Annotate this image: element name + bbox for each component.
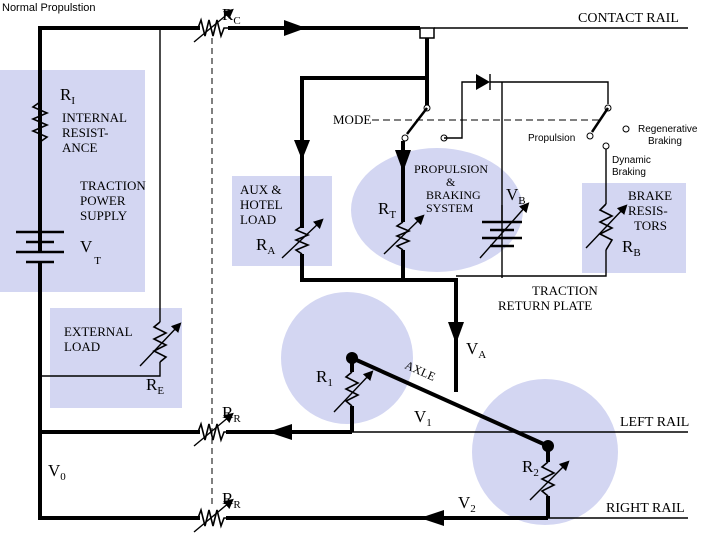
brake-res-return <box>456 250 607 277</box>
brake-res-line1: BRAKE <box>628 188 672 203</box>
aux-current-arrow <box>294 140 310 160</box>
propulsion-shade <box>351 148 523 272</box>
rb-resistor <box>585 203 628 251</box>
rt-resistor <box>383 214 425 255</box>
diode-branch <box>444 81 476 139</box>
vb-label: VB <box>506 185 526 207</box>
left-rail-current-arrow <box>268 424 292 440</box>
rc-resistor <box>193 8 234 43</box>
re-label: RE <box>146 375 164 397</box>
external-load-line2: LOAD <box>64 339 100 354</box>
vt-label: VT <box>80 237 101 267</box>
aux-load-line2: HOTEL <box>240 197 283 212</box>
switch-regen-line2: Braking <box>648 136 682 147</box>
contact-current-arrow <box>284 20 306 36</box>
v0-bus <box>38 278 200 520</box>
rc-label: RC <box>222 5 241 27</box>
rr-right-label: RR <box>222 489 241 511</box>
left-rail-label: LEFT RAIL <box>620 415 689 430</box>
propulsion-line4: SYSTEM <box>426 201 474 215</box>
internal-resistance-line3: ANCE <box>62 140 97 155</box>
switch-dynamic-line1: Dynamic <box>612 155 651 166</box>
axle-left-hub <box>346 352 358 364</box>
rt-label: RT <box>378 199 396 221</box>
brake-switch-blade <box>590 107 610 133</box>
r1-label: R1 <box>316 367 333 389</box>
prop-current-arrow <box>395 150 411 172</box>
aux-load-line1: AUX & <box>240 182 282 197</box>
external-load-shade <box>50 308 182 408</box>
diode-symbol <box>476 74 490 90</box>
mode-label: MODE <box>333 112 371 127</box>
vb-source <box>479 202 530 259</box>
right-rail-current-arrow <box>420 510 444 526</box>
propulsion-line1: PROPULSION <box>414 162 488 176</box>
traction-supply-line2: POWER <box>80 193 126 208</box>
pantograph-shoe <box>419 27 435 39</box>
switch-regen-line1: Regenerative <box>638 124 698 135</box>
rr-right-resistor <box>193 498 234 533</box>
rr-left-resistor <box>193 412 234 447</box>
diode-right-wire <box>490 81 609 104</box>
switch-propulsion-label: Propulsion <box>528 133 575 144</box>
rr-left-label: RR <box>222 403 241 425</box>
right-rail-label: RIGHT RAIL <box>606 501 685 516</box>
v2-label: V2 <box>458 493 476 515</box>
contact-rail-label: CONTACT RAIL <box>578 11 679 26</box>
brake-switch-contact-regen <box>622 125 630 133</box>
va-label: VA <box>466 339 486 361</box>
return-plate-line2: RETURN PLATE <box>498 298 592 313</box>
propulsion-line2: & <box>446 175 456 189</box>
va-current-arrow <box>448 322 464 344</box>
v1-label: V1 <box>414 407 432 429</box>
brake-shade <box>582 183 686 273</box>
propulsion-line3: BRAKING <box>426 188 481 202</box>
brake-res-line3: TORS <box>634 218 667 233</box>
ri-label: RI <box>60 85 75 107</box>
external-load-line1: EXTERNAL <box>64 324 133 339</box>
ra-label: RA <box>256 235 275 257</box>
diagram-title: Normal Propulstion <box>2 2 96 14</box>
mode-switch-blade <box>406 107 428 135</box>
axle-bar <box>351 356 549 448</box>
ra-resistor <box>281 218 324 259</box>
return-plate-line1: TRACTION <box>532 283 598 298</box>
traction-supply-line1: TRACTION <box>80 178 146 193</box>
aux-load-line3: LOAD <box>240 212 276 227</box>
brake-res-line2: RESIS- <box>628 203 668 218</box>
internal-resistance-line2: RESIST- <box>62 125 108 140</box>
brake-switch-contact-dyn <box>602 142 610 150</box>
ri-resistor <box>30 101 50 143</box>
supply-shade <box>0 70 145 292</box>
rb-label: RB <box>622 237 641 259</box>
r2-label: R2 <box>522 457 539 479</box>
axle-right-hub <box>542 440 554 452</box>
r2-wheel-shade <box>472 379 618 525</box>
v0-label: V0 <box>48 461 66 483</box>
internal-resistance-line1: INTERNAL <box>62 110 127 125</box>
re-resistor <box>139 321 182 367</box>
switch-dynamic-line2: Braking <box>612 167 646 178</box>
external-load-return <box>40 362 161 377</box>
brake-switch-contact-prop <box>586 132 594 140</box>
traction-supply-line3: SUPPLY <box>80 208 128 223</box>
mode-switch-contact-a <box>401 134 409 142</box>
